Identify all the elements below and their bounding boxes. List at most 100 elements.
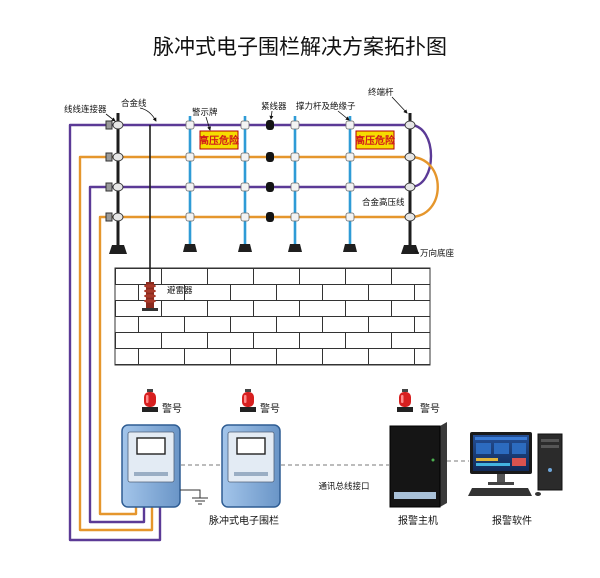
siren-cap [245, 389, 251, 392]
terminal-post-left [109, 113, 127, 254]
warning-sign-text: 高压危险 [199, 134, 240, 147]
insulator [185, 152, 195, 162]
tensioner [266, 120, 274, 130]
siren-dome [399, 392, 411, 407]
screen-header-bar [475, 437, 527, 440]
universal-base-leader [414, 250, 420, 254]
wire-connectors [105, 120, 113, 222]
universal-base [109, 245, 127, 254]
siren-base [142, 407, 158, 412]
screen-panel [494, 443, 509, 454]
insulator [290, 182, 300, 192]
mouse [535, 492, 541, 496]
support-post [288, 116, 302, 252]
screen-bar [476, 458, 498, 461]
ground-lead [180, 489, 201, 498]
support-post-label: 撑力杆及绝缘子 [296, 101, 356, 112]
siren-label: 警号 [260, 402, 280, 415]
warning-sign-board [199, 130, 239, 150]
orange-wire-bottom [98, 215, 410, 516]
insulator [290, 212, 300, 222]
insulator [240, 182, 250, 192]
insulator [404, 212, 416, 222]
universal-base [288, 244, 302, 252]
purple-wire-third [88, 185, 410, 524]
insulator [240, 120, 250, 130]
siren-1 [142, 389, 158, 412]
wire-connector [105, 152, 113, 162]
support-post [238, 116, 252, 252]
alarm-host [389, 422, 447, 508]
siren-dome [144, 392, 156, 407]
brick-wall [114, 267, 431, 366]
screen-panel [476, 443, 491, 454]
screen-panel [512, 443, 526, 454]
alarm-host-nameplate [394, 492, 436, 499]
arrester-fin [144, 294, 156, 298]
fence-labels: 线线连接器 合金线 警示牌 紧线器 撑力杆及绝缘子 终端杆 合金高压线 万向底座… [64, 87, 455, 296]
screen-bar [476, 463, 510, 466]
monitor-stand [497, 474, 505, 482]
insulator [404, 120, 416, 130]
terminal-post-leader [391, 96, 408, 114]
siren-3 [397, 389, 413, 412]
alarm-host-label: 报警主机 [398, 514, 438, 527]
alarm-host-indicator [431, 458, 435, 462]
orange-wire-loop [409, 155, 439, 219]
insulator [290, 120, 300, 130]
arrester-fin [144, 299, 156, 303]
insulator [185, 182, 195, 192]
wire-connector-leader [105, 113, 116, 122]
controller-nameplate [134, 472, 168, 476]
warning-sign-board [355, 130, 395, 150]
insulator [112, 182, 124, 192]
support-post [343, 116, 357, 252]
screen-bar [512, 458, 526, 466]
warning-sign: 高压危险 [355, 130, 396, 150]
alarm-host-side [440, 422, 447, 507]
warning-sign-text: 高压危险 [355, 134, 396, 147]
alarm-computer [468, 432, 563, 496]
siren-dome [242, 392, 254, 407]
insulator [185, 120, 195, 130]
universal-base [183, 244, 197, 252]
fence-controller-2 [221, 424, 281, 508]
bus-interface-label: 通讯总线接口 [318, 481, 369, 492]
lightning-arrester [142, 282, 158, 311]
insulator [185, 212, 195, 222]
siren-label: 警号 [420, 402, 440, 415]
universal-base [238, 244, 252, 252]
alloy-wire-label: 合金线 [121, 98, 147, 109]
siren-highlight [244, 395, 247, 403]
insulator [112, 120, 124, 130]
controller-lcd [136, 437, 166, 455]
siren-label: 警号 [162, 402, 182, 415]
tensioner-leader [269, 110, 274, 120]
terminal-post-label: 终端杆 [368, 87, 394, 98]
warning-sign-label: 警示牌 [192, 107, 218, 118]
purple-wire-loop [409, 123, 433, 189]
universal-base [343, 244, 357, 252]
insulator [404, 182, 416, 192]
alarm-software-label: 报警软件 [492, 514, 532, 527]
universal-base [401, 245, 419, 254]
monitor-base [488, 482, 514, 485]
siren-cap [147, 389, 153, 392]
insulator [112, 152, 124, 162]
siren-base [240, 407, 256, 412]
purple-wire-top [68, 123, 410, 542]
wire-connector [105, 182, 113, 192]
insulator [345, 212, 355, 222]
controller-lcd [236, 437, 266, 455]
lightning-arrester-label: 避雷器 [167, 285, 193, 296]
controller-nameplate [234, 472, 268, 476]
alloy-wire-leader [139, 107, 157, 122]
wire-connector [105, 120, 113, 130]
siren-cap [402, 389, 408, 392]
insulator [290, 152, 300, 162]
warning-sign: 高压危险 [199, 130, 240, 150]
tensioner [266, 212, 274, 222]
hv-wire-label: 合金高压线 [362, 197, 405, 208]
arrester-fin [144, 289, 156, 293]
